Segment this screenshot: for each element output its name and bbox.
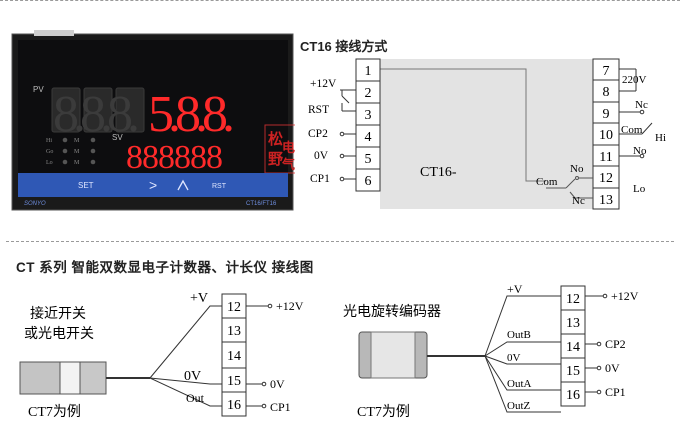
svg-text:光电旋转编码器: 光电旋转编码器 [343,304,441,320]
svg-text:3: 3 [365,108,372,123]
ct16-right-terminals: 7 8 9 10 11 12 13 [592,58,620,210]
svg-text:220V: 220V [622,74,647,86]
svg-text:12: 12 [227,300,241,315]
up-button[interactable] [177,179,189,191]
pv-digits-dim: 8.8.8. [53,86,137,143]
watermark-stamp: 松 电 野 气 [264,124,295,174]
svg-text:松: 松 [268,130,283,148]
shift-button[interactable]: > [149,177,157,193]
svg-text:M: M [74,160,80,166]
svg-text:8: 8 [603,85,610,100]
pv-label: PV [33,85,44,94]
svg-text:RST: RST [308,104,329,116]
svg-text:OutZ: OutZ [507,400,531,412]
svg-text:CP1: CP1 [605,385,626,399]
svg-text:7: 7 [603,64,610,79]
svg-text:No: No [633,145,647,157]
encoder-diagram: 光电旋转编码器 +V OutB 0V OutA OutZ 12 13 14 15… [343,282,639,420]
svg-text:野: 野 [268,151,283,168]
model-label: CT16/FT16 [246,201,277,207]
status-leds: Hi Go Lo M M M [46,137,96,166]
svg-text:+12V: +12V [310,78,337,90]
svg-text:CT7为例: CT7为例 [28,404,81,420]
ct16-center-label: CT16- [420,165,457,180]
svg-text:CP1: CP1 [310,173,330,185]
svg-text:电: 电 [282,140,295,155]
svg-text:CT7为例: CT7为例 [357,404,410,420]
ct-series-wiring-title: CT 系列 智能双数显电子计数器、计长仪 接线图 [16,260,314,275]
svg-text:15: 15 [227,374,241,389]
svg-text:CP2: CP2 [605,337,626,351]
meter-panel: PV 8.8.8. 5.8.8. Hi Go Lo M M M SV 88888… [11,30,295,211]
svg-text:0V: 0V [270,377,285,391]
svg-text:+12V: +12V [611,289,639,303]
brand-logo: SONYO [24,201,46,207]
prox-terminal-block: 12 13 14 15 16 [221,293,247,417]
svg-text:CP1: CP1 [270,400,291,414]
svg-text:Lo: Lo [633,183,646,195]
svg-text:5: 5 [365,152,372,167]
svg-text:14: 14 [566,340,580,355]
svg-text:Go: Go [46,149,53,155]
svg-text:OutB: OutB [507,329,531,341]
svg-text:0V: 0V [507,352,521,364]
svg-text:16: 16 [227,398,241,413]
svg-text:Com: Com [536,176,558,188]
svg-text:Nc: Nc [635,99,648,111]
svg-text:2: 2 [365,86,372,101]
svg-text:M: M [74,138,80,144]
svg-text:Nc: Nc [572,195,585,207]
svg-text:12: 12 [599,171,613,186]
ct16-wiring-title: CT16 接线方式 [300,39,388,54]
button-strip [18,173,288,197]
svg-text:11: 11 [599,150,612,165]
pv-digits-lit: 5.8.8. [148,86,232,143]
svg-text:CP2: CP2 [308,128,328,140]
svg-text:6: 6 [365,174,372,189]
svg-text:OutA: OutA [507,378,532,390]
ct16-left-terminals: 1 2 3 4 5 6 [355,58,381,192]
svg-text:Com: Com [621,124,643,136]
svg-text:0V: 0V [605,361,620,375]
svg-text:10: 10 [599,128,613,143]
svg-text:Hi: Hi [46,138,52,144]
svg-text:气: 气 [282,157,295,172]
section-divider [6,241,674,242]
svg-text:Hi: Hi [655,132,666,144]
svg-text:15: 15 [566,364,580,379]
svg-text:12: 12 [566,292,580,307]
svg-text:或光电开关: 或光电开关 [24,326,94,342]
ct16-wiring-diagram: 1 2 3 4 5 6 +12V RST CP2 0V CP1 CT16- 7 … [308,58,666,210]
svg-text:0V: 0V [314,150,329,162]
pv-display [51,87,145,133]
svg-text:16: 16 [566,388,580,403]
svg-text:+V: +V [190,291,208,306]
svg-text:M: M [74,149,80,155]
svg-text:4: 4 [365,130,372,145]
svg-text:1: 1 [365,64,372,79]
svg-text:+V: +V [507,282,523,296]
rst-button[interactable]: RST [212,183,227,190]
svg-text:14: 14 [227,349,241,364]
sv-label: SV [112,133,123,142]
svg-text:9: 9 [603,107,610,122]
sv-digits: 888888 [126,139,222,176]
svg-text:13: 13 [227,324,241,339]
top-dashed-rule [0,0,680,9]
svg-text:+12V: +12V [276,299,304,313]
encoder-terminal-block: 12 13 14 15 16 [560,285,586,407]
svg-text:No: No [570,163,584,175]
proximity-switch-diagram: 接近开关 或光电开关 +V 0V Out 12 13 14 15 16 +12V… [19,291,304,420]
svg-text:接近开关: 接近开关 [30,305,86,322]
svg-text:13: 13 [599,193,613,208]
svg-text:Out: Out [186,391,205,405]
svg-text:13: 13 [566,316,580,331]
set-button[interactable]: SET [78,181,94,190]
svg-text:Lo: Lo [46,160,53,166]
svg-text:0V: 0V [184,369,201,384]
